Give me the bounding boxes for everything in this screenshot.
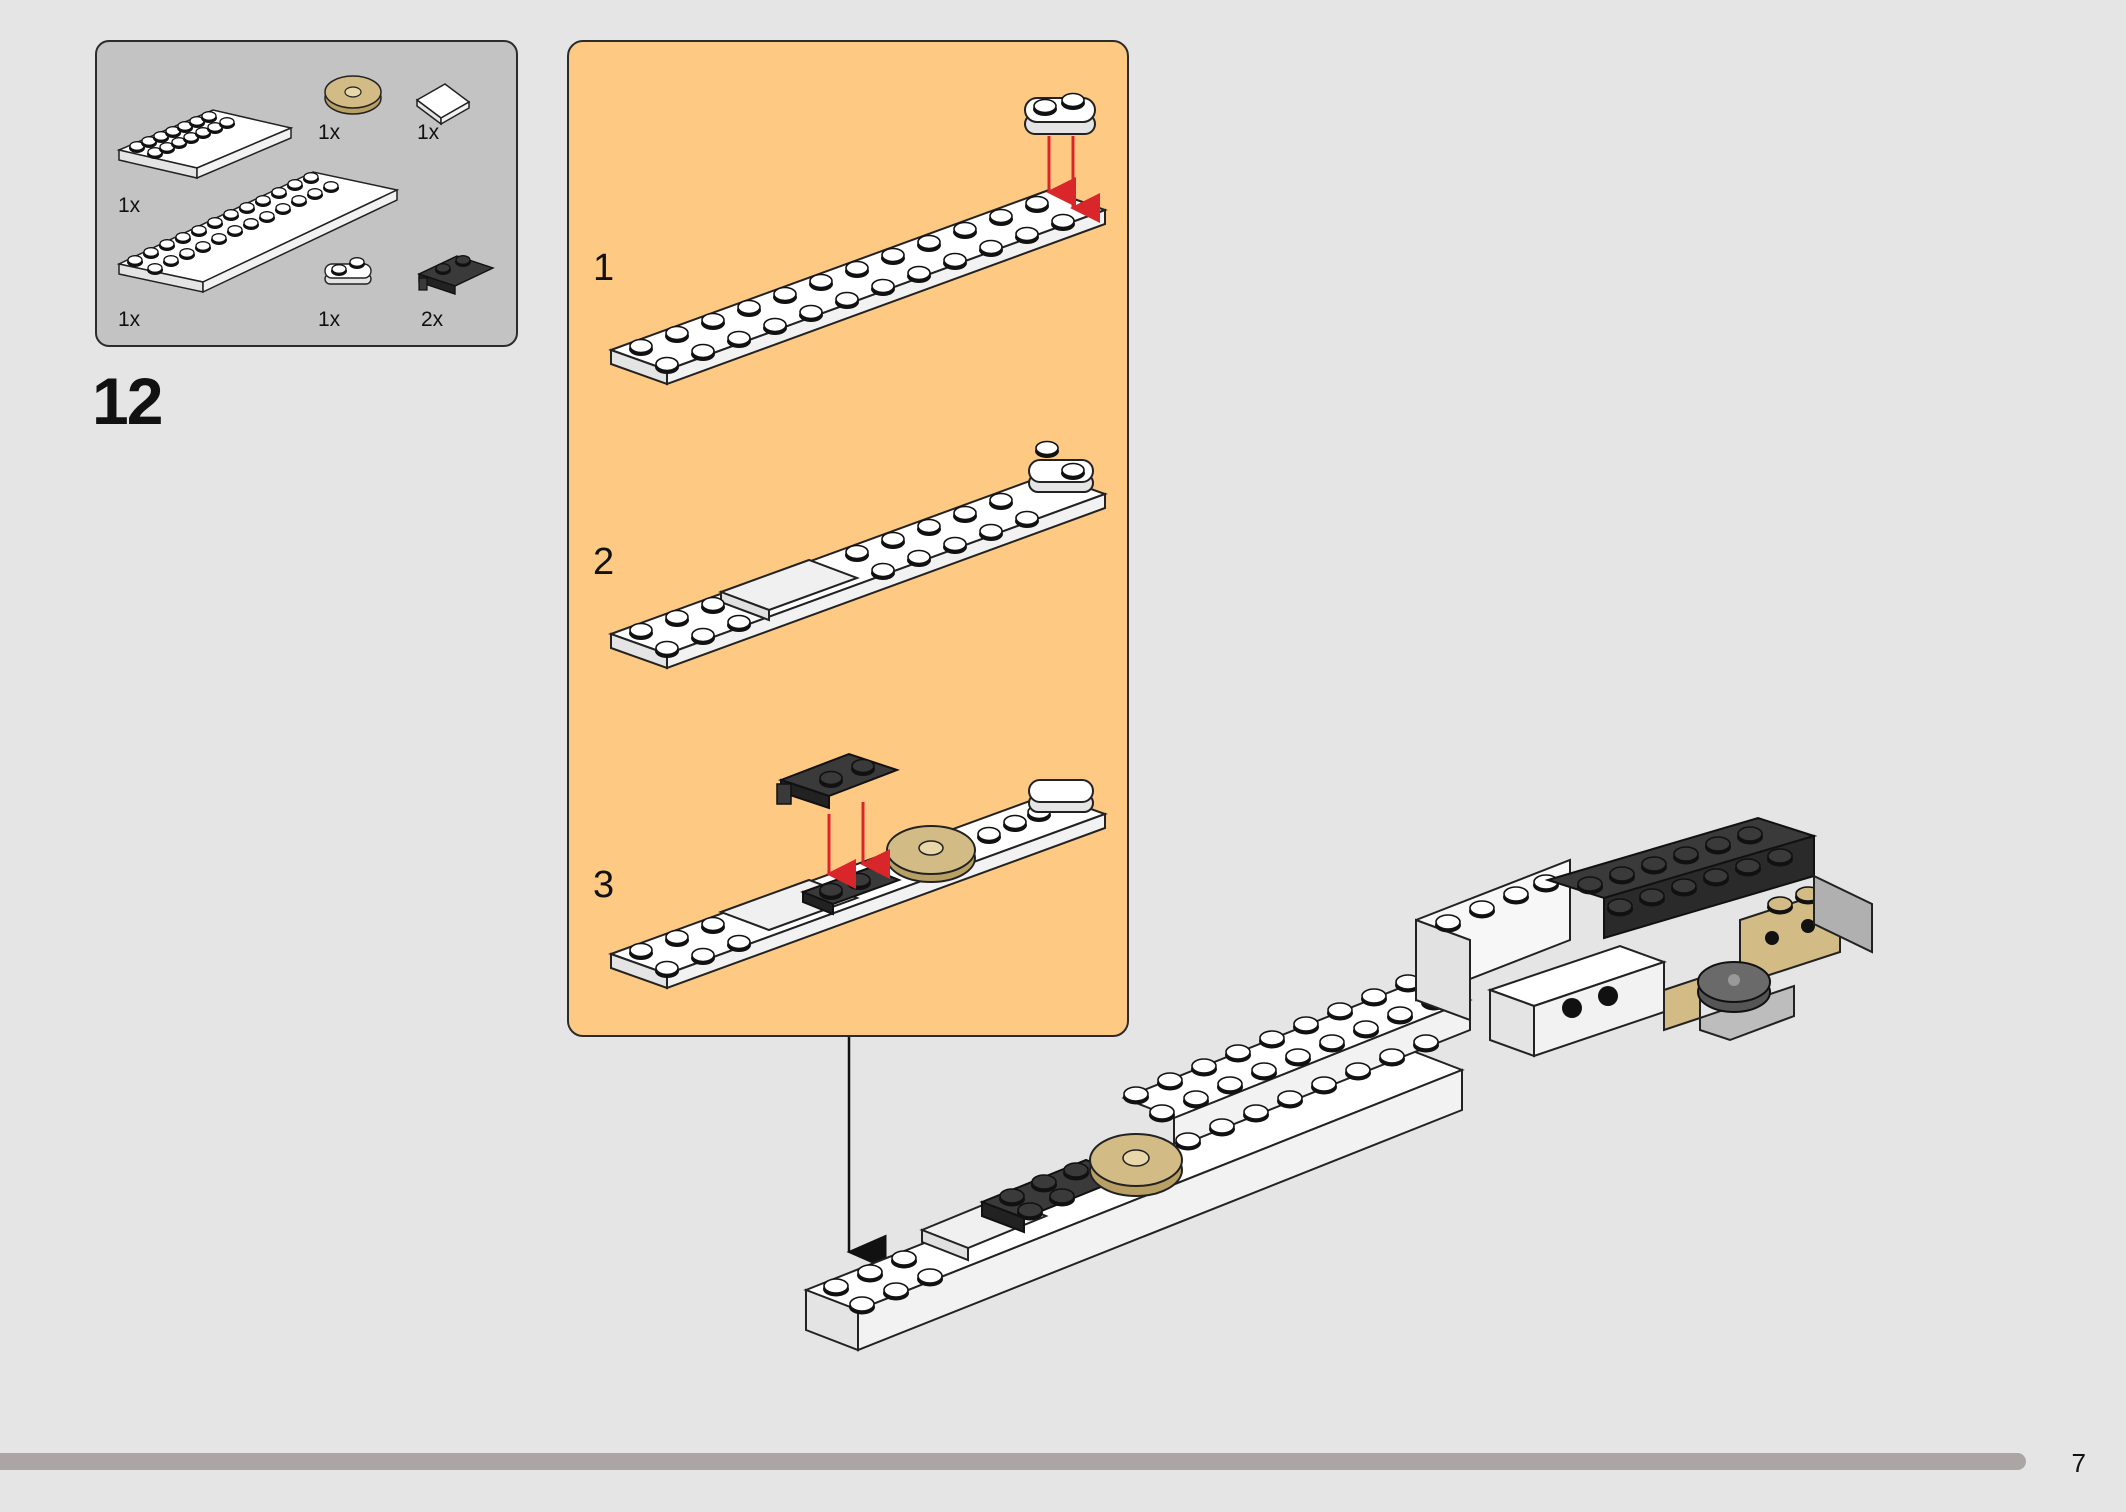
part-qty: 1x (318, 308, 341, 331)
part-qty: 1x (417, 121, 440, 144)
parts-illustration (116, 75, 495, 295)
sub-step-label: 1 (593, 247, 615, 289)
white-tile-image (415, 83, 471, 126)
sub-step-callout: 1 2 3 (567, 40, 1129, 1037)
dark-clip-plate-image (417, 255, 495, 295)
sub-step-label: 2 (593, 541, 615, 583)
sub-step-2-illustration (608, 440, 1108, 670)
part-qty: 1x (318, 121, 341, 144)
part-qty: 1x (118, 194, 141, 217)
page-number: 7 (2071, 1448, 2086, 1478)
white-2x8-plate-image (116, 109, 294, 180)
tan-round-plate-image (324, 75, 382, 115)
white-rounded-plate-image (324, 257, 372, 285)
part-qty: 1x (118, 308, 141, 331)
sub-step-1-illustration (608, 92, 1108, 386)
step-number: 12 (92, 364, 163, 438)
part-qty: 2x (421, 308, 444, 331)
white-2x12-plate-image (116, 171, 400, 294)
sub-step-illustration (608, 92, 1108, 990)
page-progress-bar (0, 1453, 2026, 1470)
sub-step-label: 3 (593, 864, 615, 906)
sub-step-3-illustration (608, 752, 1108, 990)
parts-list-box: 1x 1x 1x 1x 1x 2x (95, 40, 518, 347)
